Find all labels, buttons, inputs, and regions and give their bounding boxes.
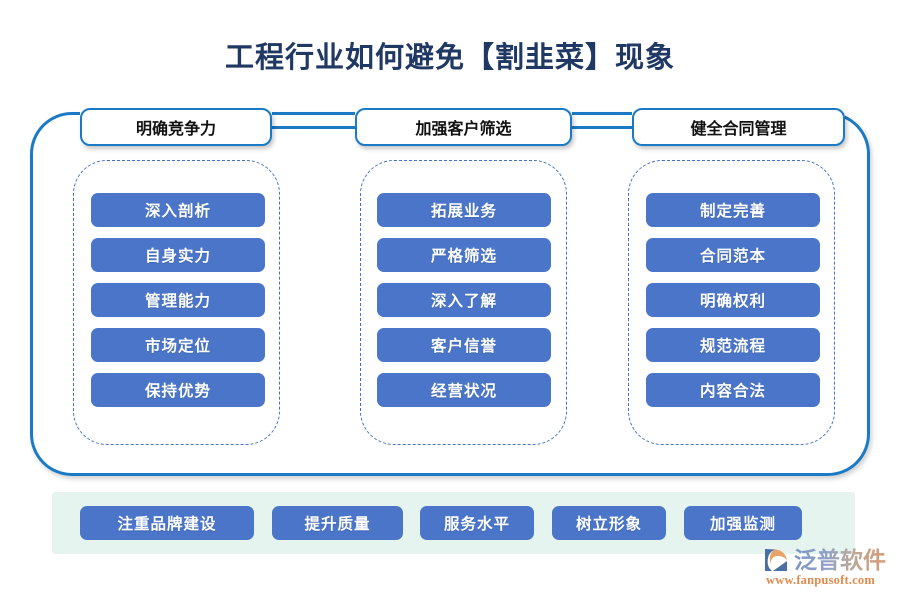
item-pill[interactable]: 规范流程 [646,328,820,362]
item-pill[interactable]: 深入剖析 [91,193,265,227]
item-pill[interactable]: 客户信誉 [377,328,551,362]
dashed-group-2 [360,160,567,445]
bottom-pill[interactable]: 提升质量 [272,506,403,540]
item-pill[interactable]: 经营状况 [377,373,551,407]
logo-name: 泛普软件 [794,547,886,573]
brand-logo: 泛普软件 www.fanpusoft.com [762,546,898,592]
column-header-2[interactable]: 加强客户筛选 [355,108,572,146]
bottom-pill[interactable]: 加强监测 [684,506,802,540]
connector-line-2 [572,126,632,129]
item-pill[interactable]: 制定完善 [646,193,820,227]
column-header-3[interactable]: 健全合同管理 [632,108,845,146]
fanpu-logo-icon [765,549,787,571]
item-pill[interactable]: 保持优势 [91,373,265,407]
logo-url: www.fanpusoft.com [766,573,875,587]
bottom-pill[interactable]: 树立形象 [552,506,666,540]
item-pill[interactable]: 拓展业务 [377,193,551,227]
item-pill[interactable]: 内容合法 [646,373,820,407]
item-pill[interactable]: 严格筛选 [377,238,551,272]
column-header-1[interactable]: 明确竞争力 [80,108,272,146]
item-pill[interactable]: 自身实力 [91,238,265,272]
logo-row: 泛普软件 [762,546,886,574]
item-pill[interactable]: 深入了解 [377,283,551,317]
item-pill[interactable]: 明确权利 [646,283,820,317]
dashed-group-1 [73,160,280,445]
item-pill[interactable]: 市场定位 [91,328,265,362]
item-pill[interactable]: 合同范本 [646,238,820,272]
bottom-pill[interactable]: 服务水平 [420,506,534,540]
dashed-group-3 [628,160,835,445]
page-title: 工程行业如何避免【割韭菜】现象 [224,42,675,74]
bottom-pill[interactable]: 注重品牌建设 [80,506,254,540]
connector-line-1 [272,126,355,129]
item-pill[interactable]: 管理能力 [91,283,265,317]
